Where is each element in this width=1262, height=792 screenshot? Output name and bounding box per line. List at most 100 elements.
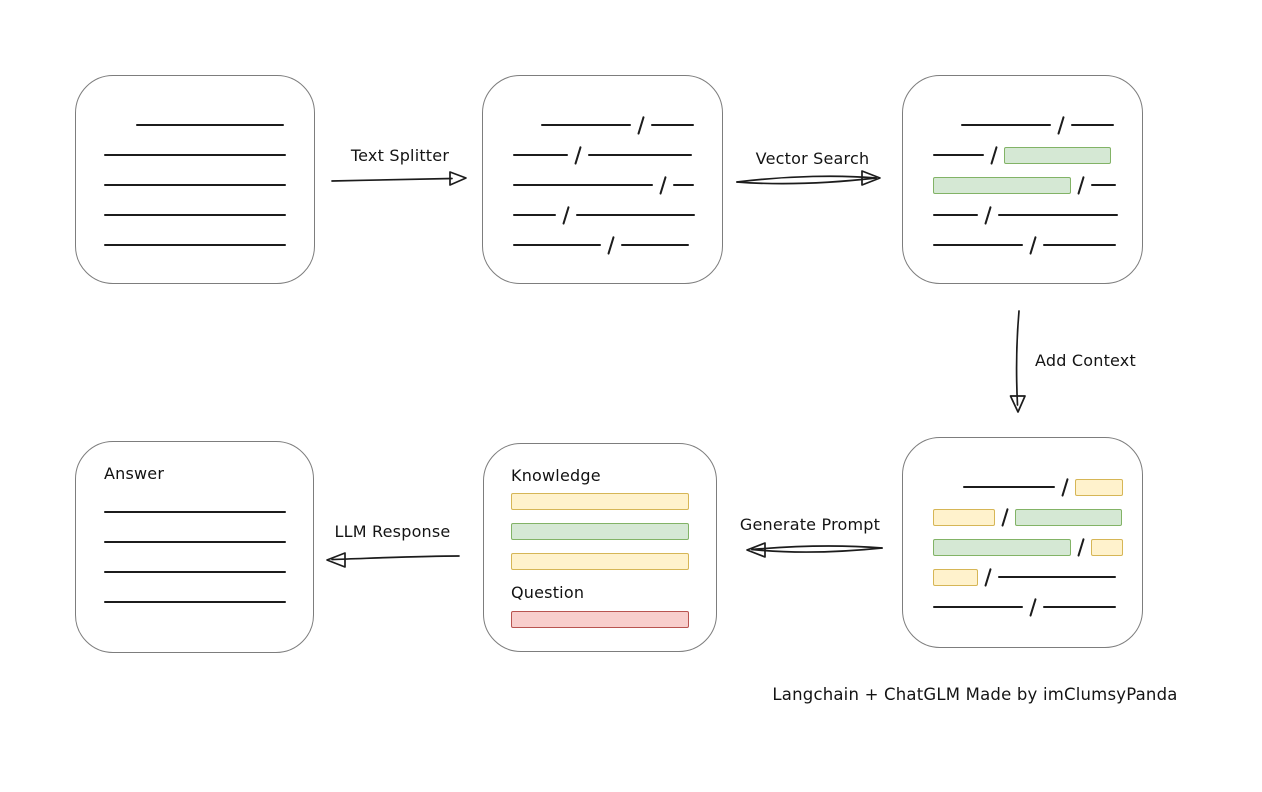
red-bar — [511, 611, 689, 628]
text-line — [673, 184, 695, 186]
generate-prompt-arrow — [746, 542, 883, 558]
text-line-row — [104, 110, 286, 140]
text-line — [1091, 184, 1117, 186]
text-line — [104, 571, 286, 573]
answer-label: Answer — [104, 464, 165, 483]
source-document-box — [75, 75, 315, 284]
chunk-rows — [903, 76, 1142, 260]
text-line-row — [104, 170, 286, 200]
generate-prompt-label: Generate Prompt — [739, 515, 881, 534]
slash-separator — [1057, 115, 1066, 135]
green-highlight-bar — [1004, 146, 1112, 164]
text-splitter-label: Text Splitter — [350, 146, 450, 165]
green-highlight-bar — [933, 176, 1071, 194]
text-line — [1043, 606, 1117, 608]
text-line — [933, 214, 978, 216]
knowledge-bars — [511, 493, 689, 570]
chunk-row — [513, 230, 692, 260]
chunk-rows — [903, 438, 1142, 622]
chunk-row — [513, 200, 696, 230]
slash-separator — [1077, 537, 1086, 557]
slash-separator — [984, 205, 993, 225]
yellow-highlight-bar — [1075, 478, 1124, 496]
text-line — [1043, 244, 1117, 246]
arrowhead-right — [449, 171, 467, 186]
text-line-row — [104, 230, 286, 260]
text-line — [963, 486, 1055, 488]
answer-lines — [104, 497, 286, 617]
slash-separator — [1001, 507, 1010, 527]
chunk-row — [933, 592, 1117, 622]
add-context-arrow — [1009, 310, 1026, 413]
slash-separator — [574, 145, 583, 165]
llm-response-label: LLM Response — [334, 522, 451, 541]
green-highlight-bar — [1015, 508, 1123, 526]
text-line-row — [104, 527, 286, 557]
vector-searched-chunks-box — [902, 75, 1143, 284]
slash-separator — [984, 567, 993, 587]
text-line — [513, 214, 556, 216]
text-line-row — [104, 557, 286, 587]
text-line — [513, 184, 653, 186]
arrowhead-left — [326, 552, 346, 568]
text-line — [1071, 124, 1115, 126]
green-bar — [511, 523, 689, 540]
slash-separator — [607, 235, 616, 255]
text-line — [513, 154, 568, 156]
text-line — [104, 214, 286, 216]
slash-separator — [1077, 175, 1086, 195]
slash-separator — [637, 115, 646, 135]
slash-separator — [562, 205, 571, 225]
slash-separator — [659, 175, 668, 195]
arrowhead-left — [746, 542, 766, 558]
text-line — [104, 541, 286, 543]
prompt-box: Knowledge Question — [483, 443, 717, 652]
text-line-row — [104, 587, 286, 617]
chunk-row — [933, 200, 1119, 230]
arrowhead-right — [861, 170, 881, 186]
caption: Langchain + ChatGLM Made by imClumsyPand… — [772, 685, 1178, 704]
text-line-row — [104, 200, 286, 230]
document-lines — [76, 76, 314, 260]
context-chunks-box — [902, 437, 1143, 648]
chunk-row — [933, 562, 1117, 592]
text-line — [104, 184, 286, 186]
text-line — [998, 576, 1117, 578]
chunk-row — [541, 110, 695, 140]
yellow-bar — [511, 553, 689, 570]
chunk-row — [961, 110, 1115, 140]
chunk-row — [513, 170, 695, 200]
chunk-row — [513, 140, 693, 170]
slash-separator — [1029, 597, 1038, 617]
text-line — [588, 154, 693, 156]
text-line-row — [104, 497, 286, 527]
question-bar — [511, 611, 689, 628]
yellow-highlight-bar — [1091, 538, 1124, 556]
text-line — [104, 244, 286, 246]
chunk-row — [933, 170, 1117, 200]
answer-box: Answer — [75, 441, 314, 653]
text-splitter-arrow — [331, 171, 467, 186]
chunk-rows — [483, 76, 722, 260]
chunk-row — [963, 472, 1124, 502]
text-line — [933, 154, 984, 156]
yellow-highlight-bar — [933, 568, 978, 586]
slash-separator — [990, 145, 999, 165]
green-highlight-bar — [933, 538, 1071, 556]
text-line — [576, 214, 696, 216]
arrowhead-down — [1009, 395, 1026, 413]
text-line — [651, 124, 695, 126]
text-line — [104, 154, 286, 156]
vector-search-label: Vector Search — [755, 149, 870, 168]
slash-separator — [1029, 235, 1038, 255]
llm-response-arrow — [326, 552, 460, 568]
question-label: Question — [511, 583, 585, 602]
vector-search-arrow — [736, 170, 881, 186]
text-line — [961, 124, 1051, 126]
answer-body: Answer — [76, 442, 313, 617]
yellow-bar — [511, 493, 689, 510]
text-line — [998, 214, 1119, 216]
prompt-body: Knowledge Question — [484, 444, 716, 628]
text-line — [104, 601, 286, 603]
